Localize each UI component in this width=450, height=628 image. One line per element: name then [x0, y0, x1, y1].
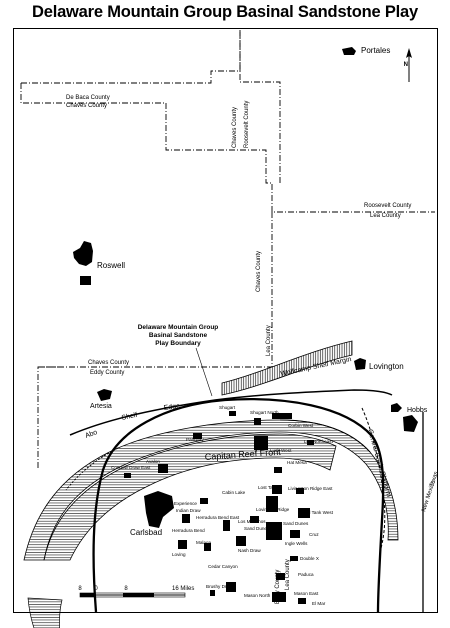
north-arrow-icon: N — [404, 48, 412, 82]
texas-label: Texas — [429, 471, 440, 488]
eddy-county-vertical-label: Eddy County — [275, 570, 281, 604]
field-label: Mason East — [294, 591, 319, 596]
svg-text:Roswell: Roswell — [97, 261, 125, 270]
field-labels: Shugart Shugart North Corbin West Parkwa… — [111, 405, 334, 606]
field-label: Cruz — [309, 532, 319, 537]
field-label: Parkway — [186, 437, 204, 442]
svg-text:Play Boundary: Play Boundary — [155, 340, 201, 347]
scale-tick-label: 8 — [78, 586, 82, 592]
field-label: Shugart North — [250, 410, 279, 415]
town-lovington: Lovington — [354, 358, 404, 371]
field-label: Avalon — [146, 459, 160, 464]
field-label: Cabin Lake — [222, 490, 246, 495]
field-label: Lovington Ridge — [256, 507, 290, 512]
scale-bar: 8 0 8 16 Miles — [78, 586, 194, 598]
lea-county-label: Lea County — [370, 213, 401, 219]
field-label: Los Medanos — [238, 519, 266, 524]
roosevelt-county-vertical-label: Roosevelt County — [244, 101, 250, 148]
state-line: New Mexico Texas — [421, 412, 440, 612]
chaves-county-vertical-2-label: Chaves County — [256, 251, 262, 292]
play-boundary — [92, 398, 385, 613]
roosevelt-county-label: Roosevelt County — [364, 203, 411, 209]
svg-text:Delaware Mountain Group: Delaware Mountain Group — [138, 324, 219, 331]
eddy-county-label: Eddy County — [90, 370, 124, 376]
town-roswell: Roswell — [73, 241, 125, 285]
map-title: Delaware Mountain Group Basinal Sandston… — [32, 3, 418, 21]
svg-text:Basinal Sandstone: Basinal Sandstone — [149, 332, 208, 339]
field-label: Loving — [172, 552, 186, 557]
town-carlsbad: Carlsbad — [130, 491, 174, 537]
shelf-label: Shelf — [121, 412, 138, 422]
chaves-county-bottom-label: Chaves County — [88, 360, 129, 366]
scale-tick-label: 0 — [94, 586, 98, 592]
play-boundary-label: Delaware Mountain Group Basinal Sandston… — [138, 324, 219, 397]
county-boundaries — [20, 30, 435, 470]
edge-label: Edge — [163, 403, 180, 412]
map-frame — [13, 28, 438, 613]
field-label: Condow Draw East — [111, 465, 151, 470]
field-label: Hat Mesa — [287, 460, 307, 465]
svg-text:Portales: Portales — [361, 46, 390, 55]
field-label: Nash Draw — [238, 548, 261, 553]
wolfcamp-shelf-margin: Wolfcamp Shelf Margin — [221, 340, 353, 396]
field-label: Paduca — [298, 572, 314, 577]
field-label: Livingston Ridge East — [288, 486, 333, 491]
town-hobbs: Hobbs — [391, 403, 428, 432]
chaves-county-vertical-label: Chaves County — [232, 107, 238, 148]
field-label: Corbin West — [288, 423, 314, 428]
capitan-reef-front: Capitan Reef Front — [23, 419, 399, 628]
field-label: Herradura Bend — [172, 528, 205, 533]
field-label: Red Tank West — [302, 510, 334, 515]
town-portales: Portales — [342, 46, 390, 55]
field-label: Sand Dunes — [283, 521, 309, 526]
scale-tick-label: 8 — [124, 586, 128, 592]
de-baca-county-label: De Baca County — [66, 95, 110, 101]
north-label: N — [404, 62, 408, 68]
abo-label: Abo — [84, 429, 98, 440]
field-label: Double X — [300, 556, 319, 561]
svg-text:Hobbs: Hobbs — [407, 407, 428, 414]
lea-county-vertical-label: Lea County — [266, 325, 272, 356]
lea-county-vertical-2-label: Lea County — [285, 559, 291, 590]
svg-text:Lovington: Lovington — [369, 362, 404, 371]
fields-polygons — [124, 411, 314, 604]
field-label: Lea Northeast — [304, 439, 334, 444]
field-label: Ingle Wells — [285, 541, 308, 546]
scale-tick-label: 16 Miles — [172, 586, 194, 592]
town-artesia: Artesia — [90, 389, 112, 410]
field-label: Lost Tank — [258, 485, 278, 490]
field-label: Cedar Canyon — [208, 564, 238, 569]
field-label: Shugart — [219, 405, 236, 410]
svg-text:Carlsbad: Carlsbad — [130, 528, 162, 537]
field-label: Herradura Bend East — [196, 515, 240, 520]
field-label: Malaga — [196, 540, 212, 545]
field-label: Experience — [174, 501, 197, 506]
field-label: Lusk West — [270, 448, 292, 453]
abo-shelf-edge: Abo Shelf Edge — [69, 389, 393, 440]
field-label: Brushy Draw — [206, 584, 233, 589]
field-label: Indian Draw — [176, 508, 201, 513]
chaves-county-label: Chaves County — [66, 103, 107, 109]
svg-text:Artesia: Artesia — [90, 403, 112, 410]
field-label: El Mar — [312, 601, 326, 606]
field-label: Mason North — [244, 593, 271, 598]
field-label: Sand Dunes West — [244, 526, 282, 531]
